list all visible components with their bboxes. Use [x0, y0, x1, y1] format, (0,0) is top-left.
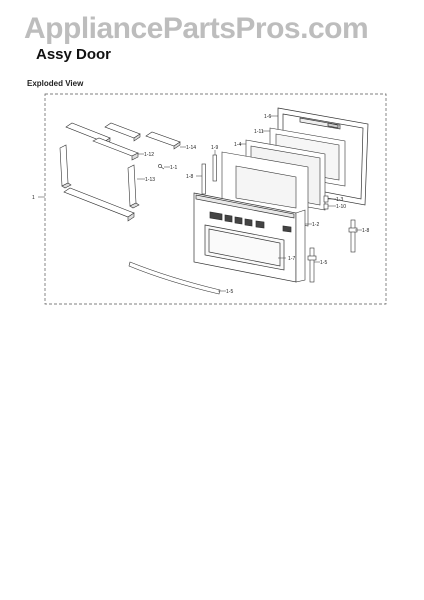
callout-1-5-bottom: 1-5 — [226, 289, 233, 295]
callout-1-4: 1-4 — [234, 142, 241, 148]
part-hinge-rods — [201, 154, 217, 195]
callout-1-10: 1-10 — [336, 204, 346, 210]
diagram-subtitle: Exploded View — [27, 79, 84, 88]
part-screw — [158, 164, 165, 170]
callout-1-6: 1-6 — [264, 114, 271, 120]
callout-1-7: 1-7 — [288, 256, 295, 262]
part-bottom-bar — [63, 187, 135, 222]
callout-1-12: 1-12 — [144, 152, 154, 158]
site-watermark: AppliancePartsPros.com — [24, 12, 369, 45]
part-bracket — [307, 247, 317, 283]
part-side-plate — [295, 209, 306, 283]
callout-1-8a: 1-8 — [186, 174, 193, 180]
callout-1-11: 1-11 — [254, 129, 264, 135]
part-hinge-right — [348, 219, 358, 253]
part-long-bar — [92, 137, 139, 161]
callout-1-8b: 1-8 — [362, 228, 369, 234]
callout-1-14: 1-14 — [186, 145, 196, 151]
callout-1-9: 1-9 — [211, 145, 218, 151]
part-side-blocks — [59, 144, 140, 209]
part-front-door — [193, 192, 297, 283]
callout-1-1: 1-1 — [170, 165, 177, 171]
part-top-trim — [65, 122, 181, 150]
page-title: Assy Door — [36, 46, 112, 63]
callout-1-2: 1-2 — [312, 222, 319, 228]
callout-main: 1 — [32, 195, 35, 201]
assembly-boundary — [44, 93, 387, 305]
callout-1-3: 1-3 — [336, 197, 343, 203]
callout-1-13: 1-13 — [145, 177, 155, 183]
part-handle — [128, 261, 221, 295]
callout-1-5: 1-5 — [320, 260, 327, 266]
